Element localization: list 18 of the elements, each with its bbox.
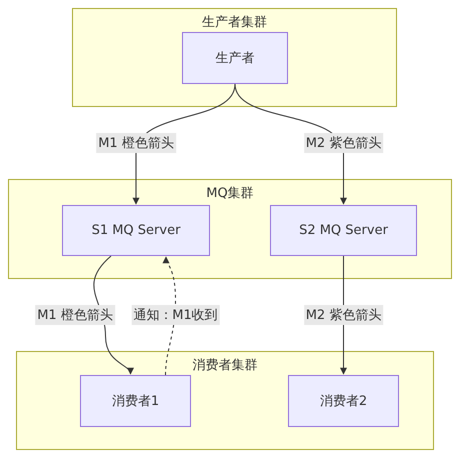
cluster-title: 消费者集群 (192, 357, 258, 374)
edge-label: M2 紫色箭头 (304, 305, 384, 325)
arrow (234, 84, 347, 205)
edge-label: 通知：M1收到 (131, 305, 220, 325)
cluster-title: MQ集群 (205, 185, 255, 202)
process-box: 消费者1 (80, 375, 191, 427)
process-box: S2 MQ Server (270, 205, 417, 256)
cluster-box (16, 351, 434, 450)
edge-label: M1 橙色箭头 (96, 133, 176, 153)
process-box: S1 MQ Server (62, 205, 210, 256)
process-box: 生产者 (182, 32, 288, 84)
cluster-box (8, 179, 452, 279)
dotted-arrow (163, 256, 176, 376)
edge-label: M1 橙色箭头 (35, 305, 115, 325)
cluster-title: 生产者集群 (201, 14, 268, 31)
process-box: 消费者2 (288, 375, 399, 427)
edge-label: M2 紫色箭头 (304, 133, 384, 153)
cluster-box (72, 8, 397, 107)
